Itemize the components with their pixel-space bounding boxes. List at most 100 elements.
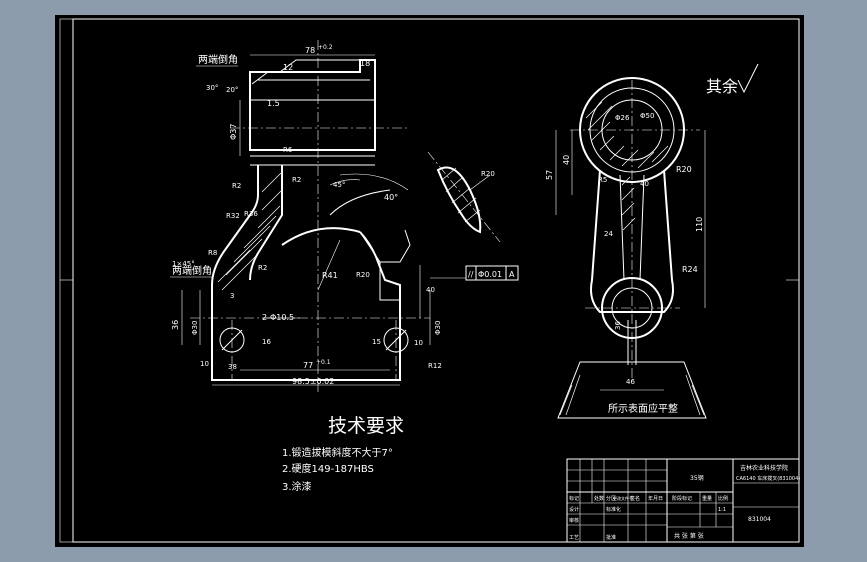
fork-tooth-edge	[379, 262, 400, 301]
title-scale-value: 1:1	[718, 507, 726, 513]
side-arm-hatch	[621, 176, 636, 231]
dim-r2a: R2	[232, 182, 241, 190]
side-dim-40b: 40	[640, 180, 649, 188]
dim-bore: Φ37	[229, 124, 238, 140]
drawing-paper	[55, 15, 804, 547]
front-view: 两端倒角 两端倒角 78 +0.2 18 12 30° 20° 1.5 Φ37 …	[170, 40, 501, 395]
title-material: 35钢	[690, 474, 704, 482]
title-row-1-c5: 签名	[630, 495, 640, 502]
dim-phi30-left: Φ30	[191, 321, 199, 335]
side-dim-r5: R5	[598, 176, 607, 184]
dim-10b: 10	[414, 339, 423, 347]
title-school: 吉林农业科技学院	[740, 464, 788, 472]
tolerance-datum: A	[509, 270, 515, 279]
tolerance-symbol: //	[468, 270, 474, 279]
title-part-no: 831004	[748, 516, 771, 523]
side-dim-110: 110	[695, 217, 704, 232]
dim-r6: R6	[283, 146, 293, 154]
section-detail-hatch	[441, 167, 481, 223]
dim-30deg: 30°	[206, 84, 218, 92]
dim-r20: R20	[356, 271, 370, 279]
dim-40deg: 40°	[384, 193, 398, 202]
dim-20deg: 20°	[226, 86, 238, 94]
dim-15: 1.5	[267, 99, 280, 108]
tech-item-1: 1.锻造拔模斜度不大于7°	[282, 446, 393, 459]
side-dim-40: 40	[562, 155, 571, 165]
base-plane-hatch	[559, 374, 705, 416]
dim-36: 36	[171, 320, 180, 330]
dim-r12: R12	[428, 362, 442, 370]
dim-hole-note: 2-Φ10.5	[262, 313, 294, 322]
tolerance-value: Φ0.01	[478, 270, 502, 279]
title-row-3-c1: 审核	[569, 517, 579, 524]
arm-inner	[249, 165, 283, 281]
fork-tooth	[359, 229, 411, 263]
side-dim-phi50: Φ50	[640, 112, 654, 120]
bottom-boss-bore	[611, 287, 653, 329]
bottom-boss-outer	[601, 277, 663, 339]
tech-requirements: 技术要求 1.锻造拔模斜度不大于7° 2.硬度149-187HBS 3.涂漆	[282, 415, 404, 493]
title-row-1-c6: 年月日	[648, 495, 663, 502]
side-dim-r20: R20	[676, 165, 692, 174]
dim-top-tol: +0.2	[318, 44, 333, 51]
side-arm-outline	[590, 169, 674, 313]
dim-45deg-arc	[329, 179, 361, 186]
title-row-4-c1: 工艺	[569, 535, 579, 541]
section-detail-outline	[436, 166, 482, 234]
dim-r41-leader	[317, 239, 341, 291]
side-arm-rib2	[639, 174, 645, 281]
dim-18: 18	[360, 59, 370, 68]
tech-title: 技术要求	[328, 415, 404, 437]
hole-left-hatch	[221, 329, 243, 351]
dim-40v: 40	[426, 286, 435, 294]
arm-hatch	[217, 172, 282, 291]
dim-top-width: 78	[305, 46, 315, 55]
arm-outline	[211, 165, 401, 381]
hole-left	[219, 327, 245, 353]
upper-hub-outline	[249, 59, 376, 151]
base-plane	[557, 361, 707, 419]
title-sheet-label: 共 张 第 张	[674, 532, 704, 540]
title-drawing-name: CA6140 车床拨叉(831004)	[736, 475, 800, 482]
top-boss-outer	[579, 77, 685, 183]
side-arm-rib	[619, 174, 625, 281]
side-plane-note: 所示表面应平整	[608, 402, 678, 415]
side-dim-phi26: Φ26	[615, 114, 630, 122]
dim-r2b: R2	[292, 176, 301, 184]
tech-item-2: 2.硬度149-187HBS	[282, 462, 374, 475]
title-weight-label: 重量	[702, 495, 712, 502]
section-detail-axis	[427, 151, 501, 243]
title-scale-label: 比例	[718, 495, 728, 502]
fork-arc-inner	[329, 189, 391, 216]
hole-right	[383, 327, 409, 353]
title-row-1-c3: 分区	[606, 495, 616, 502]
title-block: 35钢 吉林农业科技学院 CA6140 车床拨叉(831004) 831004 …	[566, 458, 800, 543]
dim-40deg-arc	[339, 173, 409, 191]
dim-c3: 3	[230, 292, 234, 300]
side-dim-46: 46	[626, 378, 635, 386]
fork-arc	[281, 227, 361, 246]
roughness-note: 其余	[706, 77, 738, 96]
dim-45deg: 45°	[333, 181, 345, 189]
title-stage-label: 阶段标记	[672, 495, 692, 502]
side-dim-r24: R24	[682, 265, 698, 274]
tolerance-frame: // Φ0.01 A	[430, 265, 519, 281]
dim-16: 16	[262, 338, 271, 346]
top-boss-hatch	[585, 101, 669, 169]
dim-10: 10	[200, 360, 209, 368]
dim-77-tol: +0.1	[316, 359, 331, 366]
title-row-2-c1: 设计	[569, 506, 579, 513]
dim-15v: 15	[372, 338, 381, 346]
top-boss-mid	[589, 87, 675, 173]
dim-r41: R41	[322, 271, 338, 280]
title-row-1-c1: 标记	[569, 495, 579, 502]
side-dim-57: 57	[545, 170, 554, 180]
section-leader	[469, 174, 491, 191]
dim-r36: R36	[244, 210, 258, 218]
dim-12: 12	[283, 63, 293, 72]
dim-r8: R8	[208, 249, 217, 257]
tech-item-3: 3.涂漆	[282, 480, 312, 493]
dim-985: 98.5±0.02	[292, 377, 334, 386]
dim-1x45: 1×45°	[172, 260, 195, 268]
